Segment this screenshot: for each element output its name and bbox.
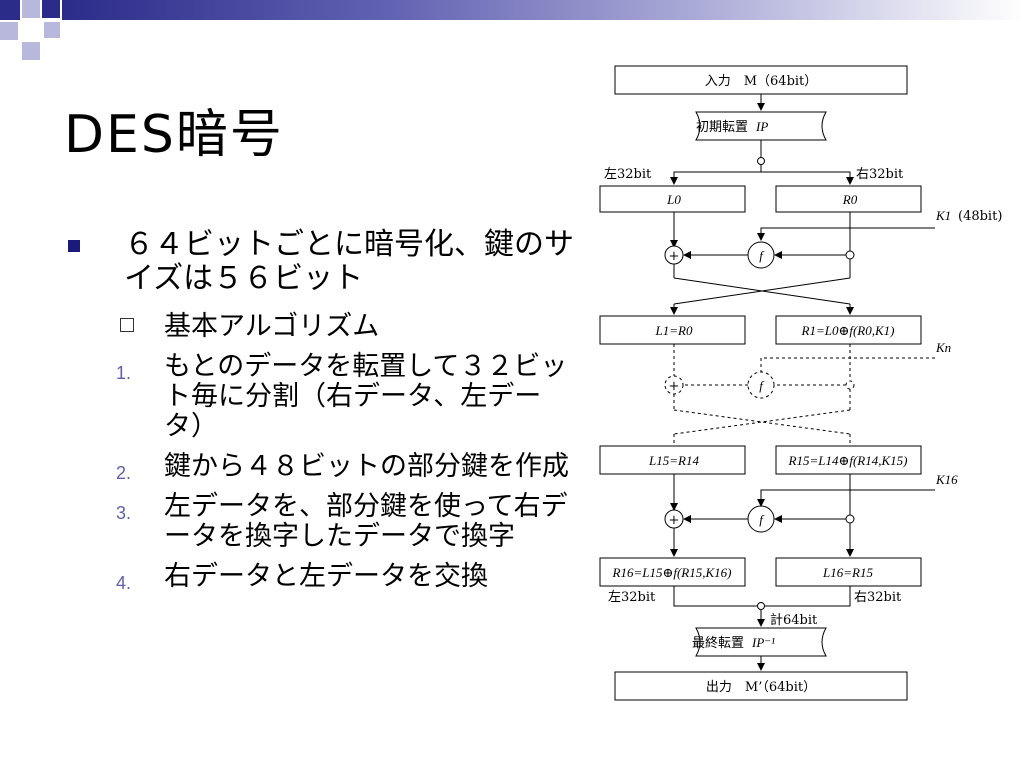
initial-perm-symbol: IP bbox=[755, 119, 768, 134]
total64-label: 計64bit bbox=[770, 612, 818, 628]
step-text: 鍵から４８ビットの部分鍵を作成 bbox=[164, 451, 569, 482]
plus-label-16: + bbox=[669, 513, 680, 528]
hollow-square-bullet-icon bbox=[120, 318, 134, 332]
final-perm-label: 最終転置 bbox=[692, 635, 744, 651]
L0-box bbox=[599, 185, 746, 213]
right32-label: 右32bit bbox=[856, 167, 904, 182]
main-bullet-text: ６４ビットごとに暗号化、鍵のサイズは５６ビット bbox=[124, 227, 574, 296]
K16-label: K16 bbox=[935, 472, 958, 487]
step-text: 左データを、部分鍵を使って右データを換字したデータで換字 bbox=[164, 491, 568, 552]
des-flow-diagram: 入力 M（64bit） 初期転置 IP 左32bit 右32bit L0 R0 … bbox=[599, 65, 1002, 701]
initial-permutation-box bbox=[695, 111, 827, 141]
step-item: 3. 左データを、部分鍵を使って右データを換字したデータで換字 bbox=[60, 492, 580, 552]
final-permutation-box bbox=[695, 627, 827, 657]
output-label: 出力 M’（64bit） bbox=[706, 680, 816, 695]
step-text: 右データと左データを交換 bbox=[164, 561, 488, 592]
L16-label: L16=R15 bbox=[822, 565, 873, 580]
final-perm-symbol: IP⁻¹ bbox=[751, 635, 775, 650]
L1-label: L1=R0 bbox=[655, 323, 693, 338]
bullet-list: ６４ビットごとに暗号化、鍵のサイズは５６ビット 基本アルゴリズム 1. もとのデ… bbox=[60, 228, 580, 594]
L15-box bbox=[599, 445, 746, 475]
f-label-1: f bbox=[759, 248, 765, 263]
f-label-16: f bbox=[759, 512, 765, 527]
L1-box bbox=[599, 315, 746, 345]
L16-box bbox=[775, 557, 922, 587]
initial-perm-label: 初期転置 bbox=[696, 120, 748, 135]
R16-box bbox=[599, 557, 746, 587]
left32-label: 左32bit bbox=[604, 167, 652, 182]
f-label-n: f bbox=[759, 378, 765, 393]
step-item: 1. もとのデータを転置して３２ビット毎に分割（右データ、左データ） bbox=[60, 352, 580, 442]
corner-decoration bbox=[0, 0, 60, 60]
R1-box bbox=[775, 315, 922, 345]
K1-label: K1 bbox=[935, 208, 951, 223]
slide-title: DES暗号 bbox=[64, 105, 284, 165]
plus-label-n: + bbox=[669, 379, 680, 394]
R0-box bbox=[775, 185, 922, 213]
step-item: 2. 鍵から４８ビットの部分鍵を作成 bbox=[60, 451, 580, 484]
step-number: 3. bbox=[116, 503, 132, 523]
square-bullet-icon bbox=[68, 240, 80, 252]
R0-label: R0 bbox=[842, 192, 858, 207]
R1-label: R1=L0⊕f(R0,K1) bbox=[801, 323, 895, 338]
K1-bits-label: (48bit) bbox=[958, 209, 1002, 224]
output-box bbox=[614, 671, 908, 701]
step-number: 4. bbox=[116, 573, 132, 593]
right32-bottom-label: 右32bit bbox=[854, 590, 902, 605]
R16-label: R16=L15⊕f(R15,K16) bbox=[612, 565, 732, 580]
step-text: もとのデータを転置して３２ビット毎に分割（右データ、左データ） bbox=[164, 351, 568, 442]
R15-label: R15=L14⊕f(R14,K15) bbox=[788, 453, 908, 468]
sub-heading-item: 基本アルゴリズム bbox=[60, 312, 580, 342]
sub-heading-text: 基本アルゴリズム bbox=[164, 311, 380, 342]
input-label: 入力 M（64bit） bbox=[705, 74, 818, 89]
left32-bottom-label: 左32bit bbox=[608, 590, 656, 605]
step-number: 1. bbox=[116, 363, 132, 383]
L15-label: L15=R14 bbox=[648, 453, 699, 468]
main-bullet: ６４ビットごとに暗号化、鍵のサイズは５６ビット bbox=[60, 228, 580, 296]
step-number: 2. bbox=[116, 463, 132, 483]
top-gradient-bar bbox=[62, 0, 1024, 20]
step-item: 4. 右データと左データを交換 bbox=[60, 561, 580, 594]
L0-label: L0 bbox=[666, 192, 681, 207]
R15-box bbox=[775, 445, 922, 475]
Kn-label: Kn bbox=[935, 340, 951, 355]
plus-label-1: + bbox=[669, 249, 680, 264]
